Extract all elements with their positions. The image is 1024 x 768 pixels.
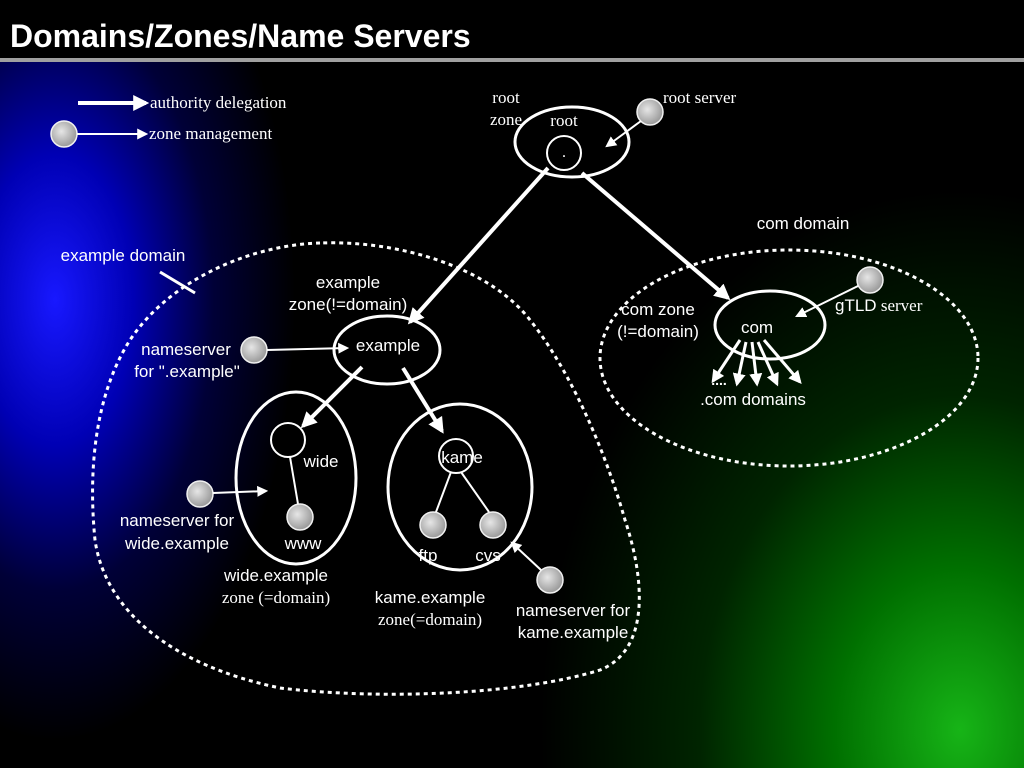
gtld-server-node (856, 266, 884, 294)
kame-name-server-label-line1: nameserver for (516, 601, 631, 620)
gtld-server-label: gTLD server (835, 296, 923, 315)
wide-zone-ellipse (234, 390, 358, 566)
wide-zone-label-line2: zone (=domain) (222, 588, 330, 607)
example-name-server-node (240, 336, 268, 364)
ftp-host-label: ftp (419, 546, 438, 565)
com-delegation-arrow-3 (749, 341, 763, 387)
title-rule (0, 58, 1024, 62)
legend-zone-management-label: zone management (149, 124, 272, 143)
com-domain-label: com domain (757, 214, 850, 233)
www-host-node (286, 503, 314, 531)
delegation-arrow-root-to-example (407, 166, 550, 325)
com-zone-ellipse (713, 289, 827, 361)
com-children-ellipsis: .... (711, 372, 727, 388)
delegation-arrow-root-to-com (580, 171, 731, 301)
wide-name-server-node (186, 480, 214, 508)
root-zone-ellipse (513, 105, 631, 179)
delegation-arrow-example-to-wide (300, 365, 364, 429)
kame-to-cvs-edge (460, 471, 490, 513)
example-node-name: example (356, 336, 420, 355)
legend-delegation-label: authority delegation (150, 93, 287, 112)
kame-to-ftp-edge (435, 471, 452, 513)
com-zone-label-line2: (!=domain) (617, 322, 699, 341)
gtld-server-label-sans: gTLD (835, 296, 877, 315)
kame-name-server-label-line2: kame.example (518, 623, 629, 642)
root-node (546, 135, 582, 171)
www-host-label: www (284, 534, 323, 553)
root-server-node (636, 98, 664, 126)
root-zone-label-line2: zone (490, 110, 522, 129)
root-group: root zone root . root server (490, 88, 737, 179)
com-delegation-arrow-4 (756, 341, 779, 387)
com-domain-boundary (598, 248, 980, 468)
example-group: example domain example zone(!=domain) ex… (61, 241, 641, 696)
legend: authority delegation zone management (50, 93, 287, 148)
example-zone-ellipse (332, 314, 442, 386)
com-delegation-arrow-5 (762, 339, 802, 384)
wide-name-server-label-line2: wide.example (124, 534, 229, 553)
wide-node (270, 422, 306, 458)
root-node-name: . (562, 144, 566, 161)
kame-zone-label-line1: kame.example (375, 588, 486, 607)
slide-title: Domains/Zones/Name Servers (10, 18, 471, 54)
kame-zone-label-line2: zone(=domain) (378, 610, 482, 629)
delegation-arrow-example-to-kame (401, 366, 444, 434)
example-name-server-label-line1: nameserver (141, 340, 231, 359)
com-group: com domain com zone (!=domain) com gTLD … (598, 214, 980, 468)
cvs-host-node (479, 511, 507, 539)
root-zone-label-line1: root (492, 88, 520, 107)
wide-name-server-label-line1: nameserver for (120, 511, 235, 530)
kame-zone-ellipse (386, 402, 534, 572)
title-bar (0, 0, 1024, 58)
wide-zone-label-line1: wide.example (223, 566, 328, 585)
example-name-server-arrow (266, 342, 350, 354)
legend-name-server-node (50, 120, 78, 148)
kame-name-server-arrow (510, 541, 542, 571)
com-zone-label-line1: com zone (621, 300, 695, 319)
com-children-label: .com domains (700, 390, 806, 409)
root-server-arrow (605, 120, 642, 148)
wide-node-name: wide (303, 452, 339, 471)
kame-node (438, 438, 474, 474)
kame-name-server-node (536, 566, 564, 594)
com-node-name: com (741, 318, 773, 337)
wide-to-www-edge (289, 456, 299, 505)
example-domain-pointer (159, 270, 196, 295)
com-delegation-arrow-1 (711, 339, 742, 384)
kame-node-name: kame (441, 448, 483, 467)
example-domain-label: example domain (61, 246, 186, 265)
wide-group: wide www nameserver for wide.example wid… (120, 390, 358, 607)
cvs-host-label: cvs (475, 546, 501, 565)
kame-group: kame ftp cvs nameserver for kame.example… (375, 402, 631, 642)
com-delegation-arrow-2 (732, 341, 748, 387)
root-server-label: root server (663, 88, 737, 107)
root-node-label: root (550, 111, 578, 130)
ftp-host-node (419, 511, 447, 539)
example-name-server-label-line2: for ".example" (134, 362, 240, 381)
example-zone-label-line1: example (316, 273, 380, 292)
wide-name-server-arrow (212, 485, 269, 497)
example-zone-label-line2: zone(!=domain) (289, 295, 408, 314)
gtld-server-arrow (795, 285, 859, 318)
gtld-server-label-serif: server (881, 296, 923, 315)
